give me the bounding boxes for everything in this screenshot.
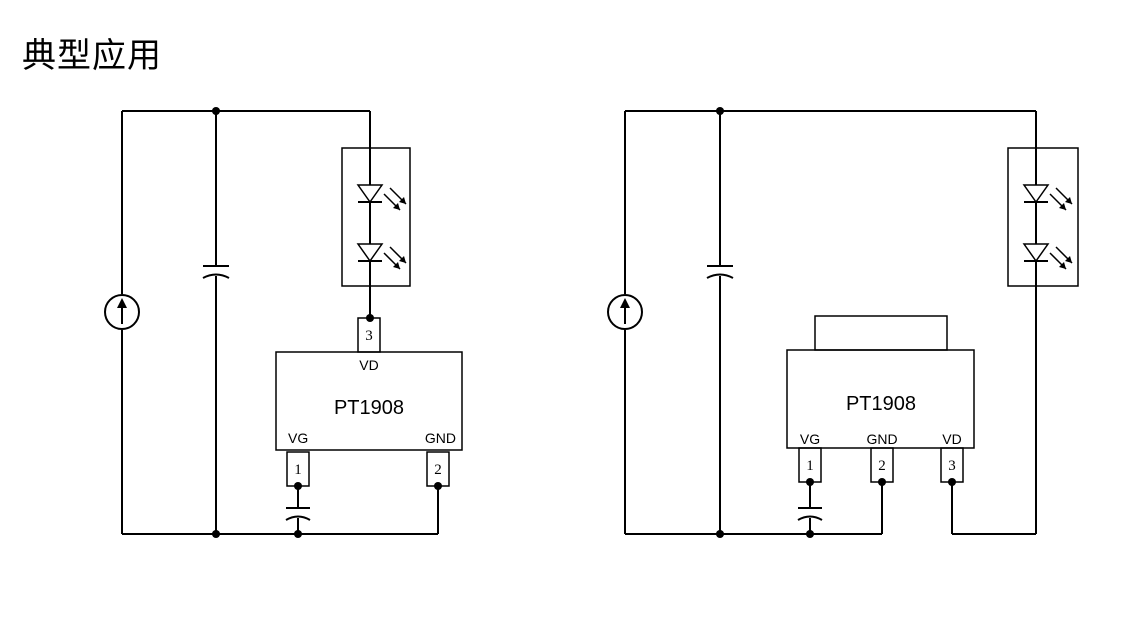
pin-1-right: 1 [798, 447, 822, 483]
svg-text:2: 2 [878, 458, 886, 474]
capacitor-icon [285, 507, 311, 521]
circuit-right: PT1908 VG GND VD 1 2 3 [607, 107, 1079, 538]
chip-label: PT1908 [334, 397, 404, 419]
chip-pt1908-left: PT1908 VD VG GND [275, 351, 463, 451]
chip-label: PT1908 [846, 393, 916, 415]
wires-right [624, 110, 1037, 535]
pin-label-vd: VD [359, 357, 378, 373]
page-title: 典型应用 [22, 36, 162, 76]
pin-label-vd: VD [942, 431, 961, 447]
pin-label-gnd: GND [866, 431, 897, 447]
pin-label-vg: VG [800, 431, 820, 447]
chip-pt1908-right: PT1908 VG GND VD [786, 315, 975, 449]
svg-text:3: 3 [948, 458, 956, 474]
svg-text:2: 2 [434, 462, 442, 478]
capacitor-icon [706, 265, 734, 279]
led-icon [356, 184, 407, 211]
junction-dots-right [716, 107, 956, 538]
led-icon [356, 243, 407, 270]
current-source-icon [607, 294, 643, 330]
pin-2-left: 2 [426, 451, 450, 487]
pin-label-gnd: GND [425, 430, 456, 446]
led-string-box [1007, 147, 1079, 287]
wires-left [121, 110, 439, 535]
pin-3-right: 3 [940, 447, 964, 483]
current-source-icon [104, 294, 140, 330]
capacitor-icon [202, 265, 230, 279]
pin-3-left: 3 [357, 317, 381, 353]
pin-2-right: 2 [870, 447, 894, 483]
led-icon [1022, 243, 1073, 270]
led-string-box [341, 147, 411, 287]
svg-text:1: 1 [806, 458, 814, 474]
pin-1-left: 1 [286, 451, 310, 487]
capacitor-icon [797, 507, 823, 521]
pin-label-vg: VG [288, 430, 308, 446]
svg-text:1: 1 [294, 462, 302, 478]
chip-tab [814, 315, 948, 351]
junction-dots-left [212, 107, 442, 538]
svg-text:3: 3 [365, 328, 373, 344]
led-icon [1022, 184, 1073, 211]
circuit-left: PT1908 VD VG GND 3 1 2 [104, 107, 463, 538]
